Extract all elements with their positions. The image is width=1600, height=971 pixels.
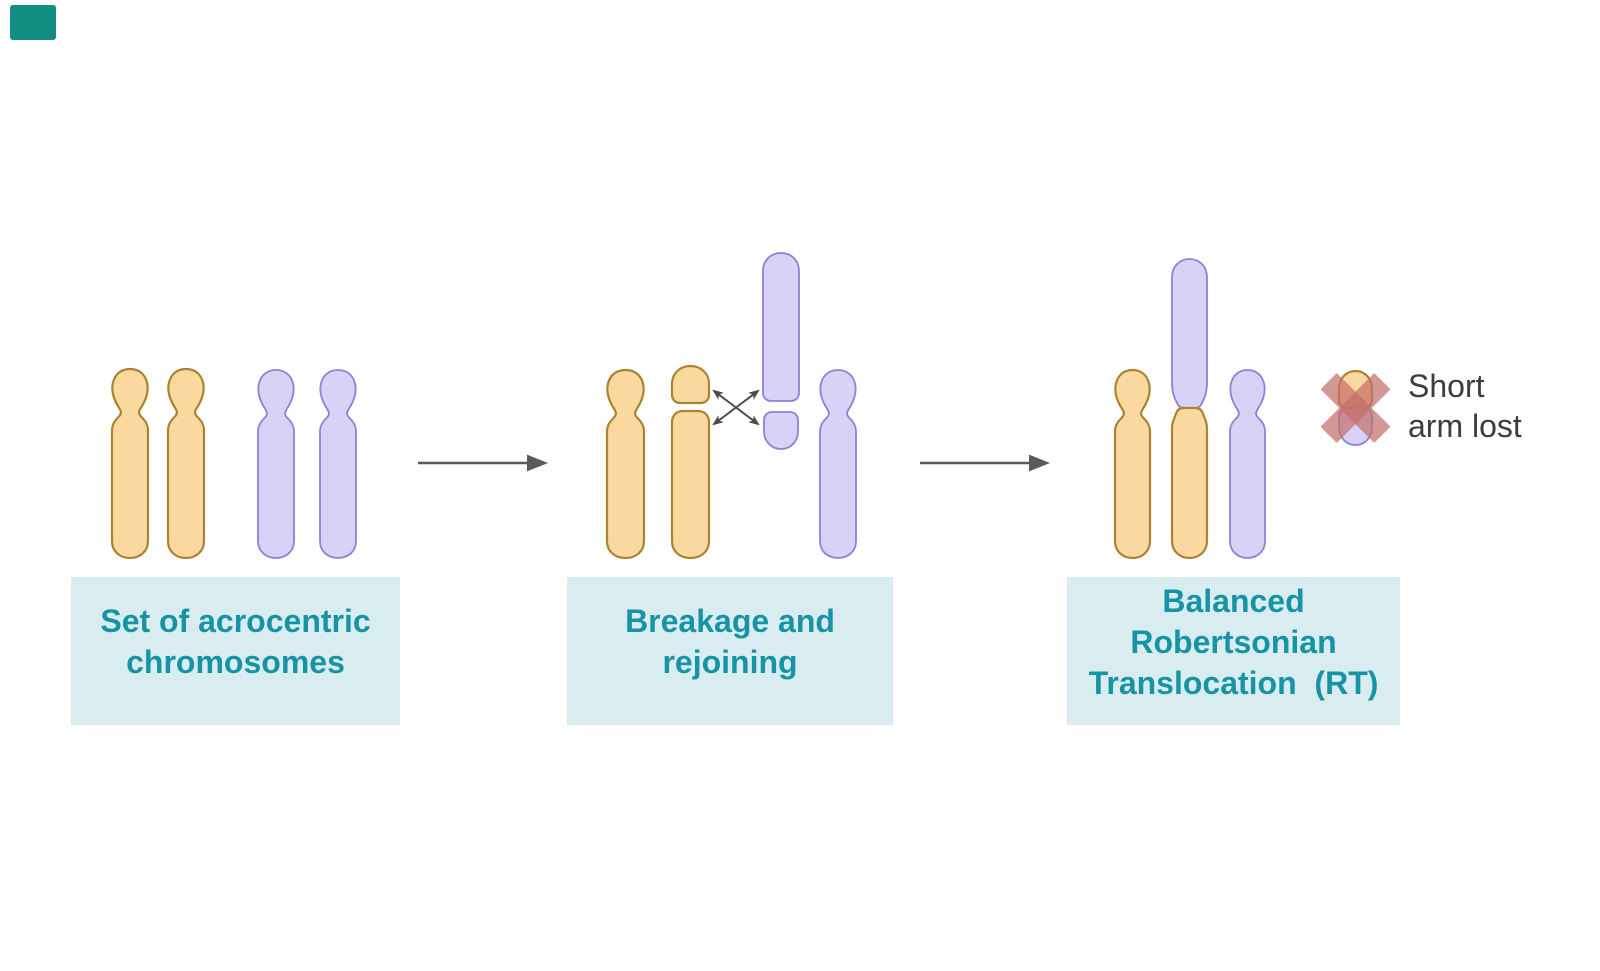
stage3-label-line1: Balanced	[1162, 582, 1305, 619]
exchange-arrow-up-icon	[712, 389, 760, 426]
lost-cross-bar-2	[1320, 373, 1391, 443]
chr-purple-2	[319, 369, 357, 559]
short-arm-lost-annotation: Short arm lost	[1408, 366, 1522, 446]
stage1-label-line2: chromosomes	[126, 644, 345, 680]
stage-label-acrocentric-set: Set of acrocentric chromosomes	[71, 577, 400, 725]
annotation-line2: arm lost	[1408, 408, 1522, 444]
chr-purple-1	[257, 369, 295, 559]
corner-color-swatch	[10, 5, 56, 40]
chr-orange-short-arm-fragment	[670, 364, 711, 405]
stage-label-breakage-rejoining: Breakage and rejoining	[567, 577, 893, 725]
stage3-label-line3: Translocation (RT)	[1088, 664, 1379, 701]
chr-orange-2	[166, 367, 206, 560]
stage2-label-line2: rejoining	[662, 644, 798, 680]
chr-rt-purple-long-arm	[1171, 258, 1208, 409]
lost-cross-icon	[1320, 373, 1391, 443]
chr-purple-intact-mid	[819, 369, 857, 559]
crossover-arrows-icon	[712, 389, 760, 426]
stage-label-balanced-rt: Balanced Robertsonian Translocation (RT)	[1067, 577, 1400, 725]
stage3-label-line2: Robertsonian	[1130, 623, 1337, 660]
chr-orange-intact-mid	[605, 368, 646, 560]
chr-purple-intact-rt	[1229, 369, 1266, 559]
chr-orange-intact-rt	[1113, 368, 1152, 560]
chr-orange-long-arm-fragment	[670, 409, 711, 560]
annotation-line1: Short	[1408, 368, 1485, 404]
chr-rt-orange-long-arm	[1170, 406, 1209, 560]
chr-purple-short-arm-fragment	[763, 411, 799, 450]
chr-orange-1	[110, 367, 150, 560]
stage2-label-line1: Breakage and	[625, 603, 835, 639]
chromosomes-layer	[110, 252, 1374, 560]
stage1-label-line1: Set of acrocentric	[100, 603, 371, 639]
chr-purple-long-arm-fragment	[762, 252, 800, 402]
